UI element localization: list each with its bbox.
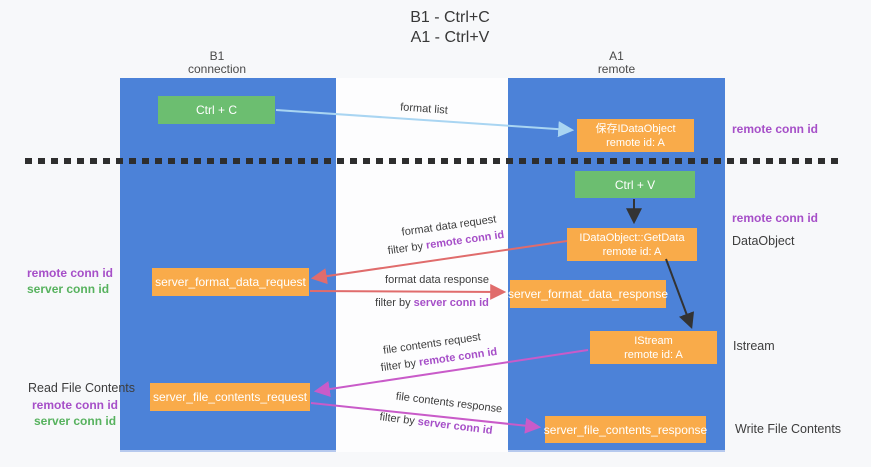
node-server-format-data-request: server_format_data_request	[152, 268, 309, 296]
filter-by-text: filter by	[375, 297, 414, 309]
lane-header-a1: A1 remote	[508, 50, 725, 76]
node-istream-line1: IStream	[634, 334, 673, 347]
lane-a1-name: A1	[609, 49, 624, 63]
lane-a1-subtitle: remote	[597, 62, 636, 76]
node-istream-line2: remote id: A	[624, 348, 683, 361]
node-format-response-label: server_format_data_response	[507, 287, 669, 301]
title-line-2: A1 - Ctrl+V	[410, 29, 490, 46]
node-server-file-contents-response: server_file_contents_response	[543, 416, 708, 443]
diagram-title: B1 - Ctrl+C A1 - Ctrl+V	[300, 8, 600, 48]
node-save-dataobject-line1: 保存IDataObject	[595, 122, 676, 135]
node-ctrl-c: Ctrl + C	[158, 96, 275, 124]
node-getdata-line1: IDataObject::GetData	[579, 231, 685, 244]
node-format-request-label: server_format_data_request	[155, 275, 306, 289]
node-save-dataobject-line2: remote id: A	[606, 136, 665, 149]
node-getdata-line2: remote id: A	[602, 245, 662, 258]
node-istream: IStream remote id: A	[590, 331, 717, 364]
edge-label-format-data-response: format data response	[385, 274, 489, 286]
lane-b1-name: B1	[209, 49, 225, 63]
node-file-response-label: server_file_contents_response	[543, 422, 708, 437]
lane-b1-subtitle: connection	[187, 62, 247, 76]
label-remote-conn-id-left-bottom: remote conn id	[32, 398, 119, 412]
node-server-format-data-response: server_format_data_response	[507, 280, 669, 308]
title-line-1: B1 - Ctrl+C	[410, 9, 490, 26]
node-server-file-contents-request: server_file_contents_request	[150, 383, 310, 411]
label-remote-conn-id-left-top: remote conn id	[27, 266, 114, 280]
label-write-file-contents: Write File Contents	[735, 422, 842, 436]
label-remote-conn-id-mid-right: remote conn id	[732, 211, 819, 225]
label-read-file-contents: Read File Contents	[28, 381, 136, 395]
label-server-conn-id-left-top: server conn id	[27, 282, 110, 296]
node-file-request-label: server_file_contents_request	[152, 390, 308, 404]
node-ctrl-v-label: Ctrl + V	[614, 177, 656, 192]
dashed-divider-line	[25, 158, 840, 164]
server-conn-id-keyword: server conn id	[413, 297, 489, 309]
node-ctrl-c-label: Ctrl + C	[195, 103, 237, 117]
label-server-conn-id-left-bottom: server conn id	[34, 414, 117, 428]
edge-label-format-response-filter: filter by server conn id	[375, 297, 489, 309]
node-ctrl-v: Ctrl + V	[575, 171, 695, 198]
lane-header-b1: B1 connection	[109, 50, 325, 76]
node-save-dataobject: 保存IDataObject remote id: A	[577, 119, 694, 152]
label-dataobject: DataObject	[732, 234, 795, 248]
node-idataobject-getdata: IDataObject::GetData remote id: A	[567, 228, 697, 261]
label-remote-conn-id-top-right: remote conn id	[732, 122, 819, 136]
label-istream: Istream	[733, 339, 775, 353]
